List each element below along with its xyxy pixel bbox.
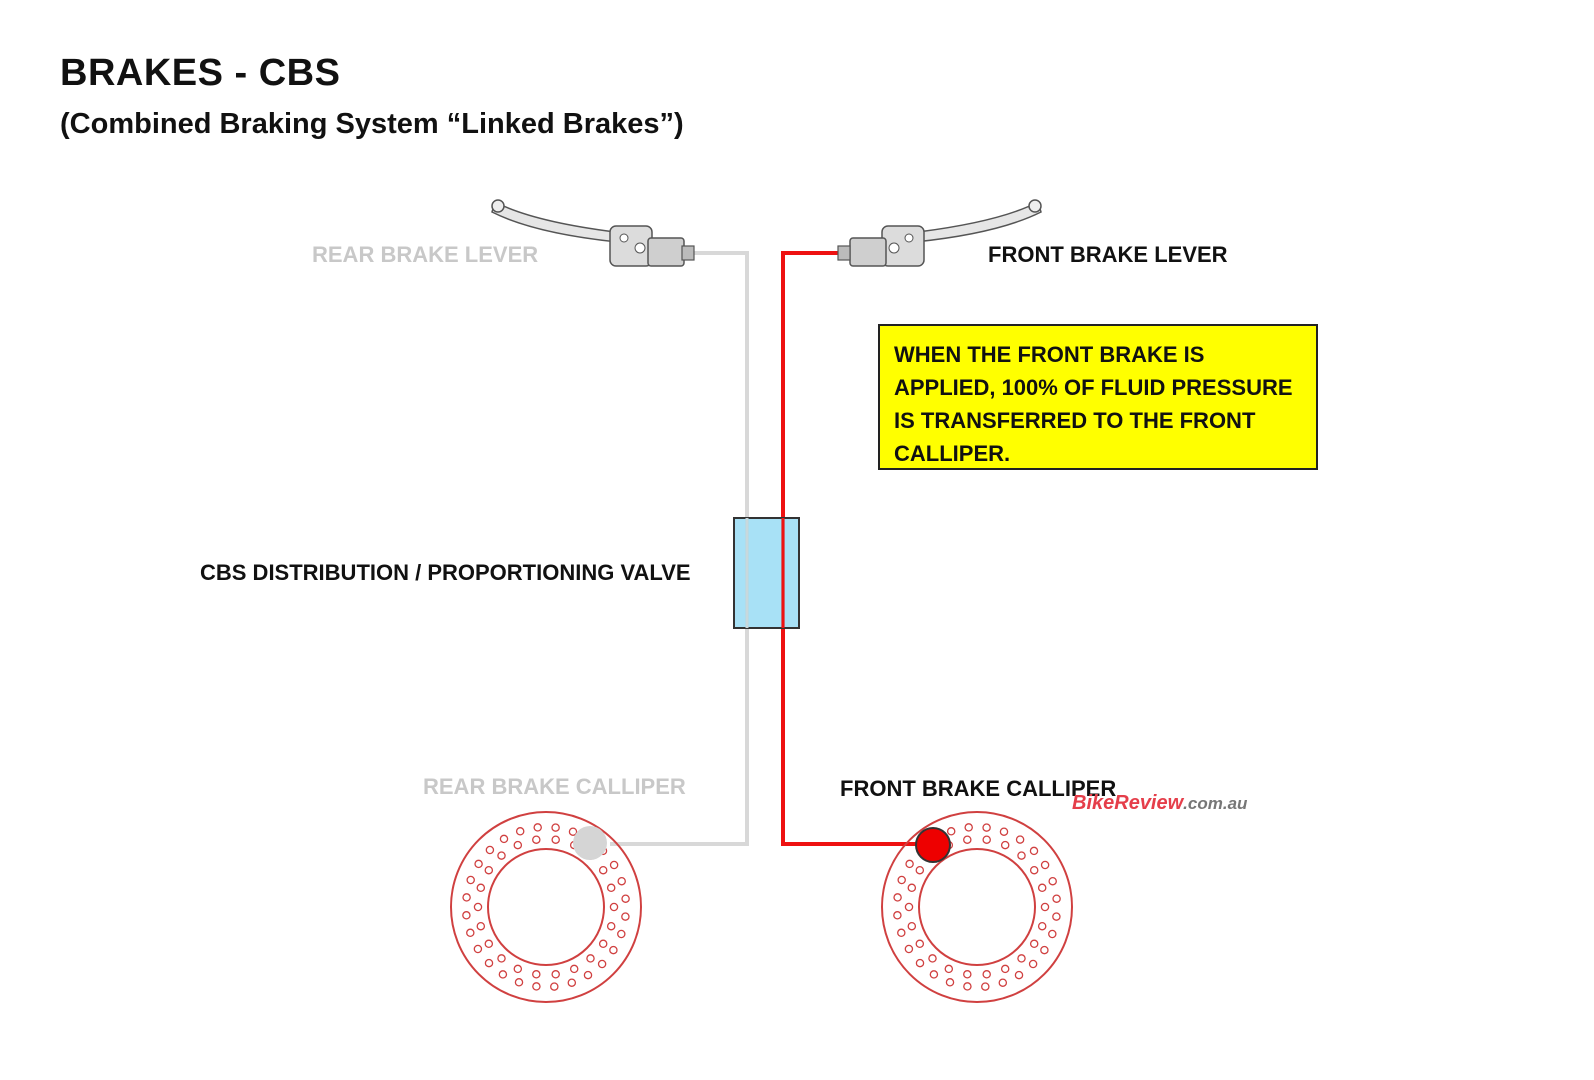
front-brake-lever-label: FRONT BRAKE LEVER — [988, 242, 1228, 267]
info-callout: WHEN THE FRONT BRAKE IS APPLIED, 100% OF… — [878, 324, 1318, 470]
front-calliper-icon — [915, 827, 951, 863]
rear-calliper-label: REAR BRAKE CALLIPER — [423, 774, 686, 799]
cbs-valve — [733, 517, 800, 629]
front-calliper-label: FRONT BRAKE CALLIPER — [840, 776, 1117, 801]
front-brake-disc-icon — [881, 811, 1073, 1003]
rear-brake-lever-icon — [491, 199, 695, 267]
rear-brake-line — [610, 251, 749, 846]
page-subtitle: (Combined Braking System “Linked Brakes”… — [60, 108, 684, 140]
valve-label: CBS DISTRIBUTION / PROPORTIONING VALVE — [200, 560, 691, 585]
watermark-logo: BikeReview.com.au — [1072, 792, 1248, 814]
rear-brake-disc-icon — [450, 811, 642, 1003]
front-brake-lever-icon — [837, 199, 1042, 267]
rear-calliper-icon — [573, 826, 607, 860]
rear-brake-lever-label: REAR BRAKE LEVER — [312, 242, 539, 267]
page-title: BRAKES - CBS — [60, 52, 341, 94]
